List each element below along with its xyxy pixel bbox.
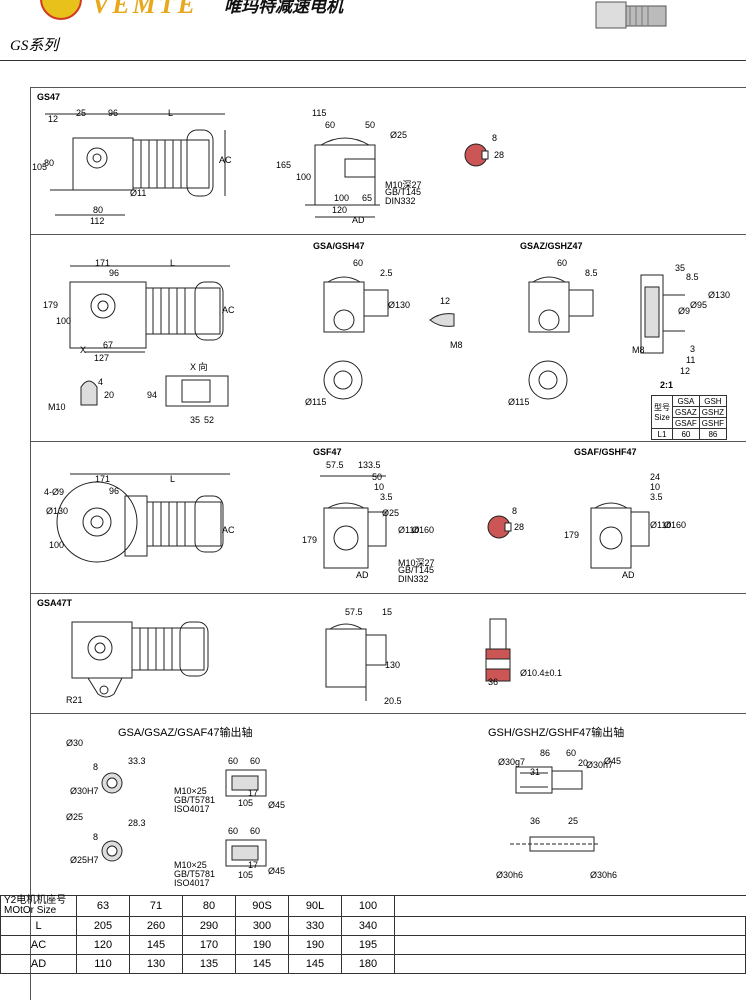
section-divider xyxy=(30,593,746,594)
keyway-section xyxy=(460,140,500,170)
gearmotor-thumbnail xyxy=(595,1,667,29)
brand-name-cn: 唯玛特减速电机 xyxy=(224,0,343,17)
gsh-shaft-title: GSH/GSHZ/GSHF47输出轴 xyxy=(488,727,625,739)
shaft-bolt-detail-25 xyxy=(222,830,272,880)
gsaz47-side-view xyxy=(523,270,603,340)
gsf-title: GSF47 xyxy=(313,447,342,457)
gsa47-flange-view xyxy=(318,358,368,403)
gsaf-title: GSAF/GSHF47 xyxy=(574,447,637,457)
spline-detail xyxy=(428,310,458,330)
drawing-sheet xyxy=(30,87,746,1000)
torque-arm-section xyxy=(480,615,520,695)
brand-logo xyxy=(40,0,82,20)
section-title: GS47 xyxy=(37,92,61,102)
series-title: GS系列 xyxy=(10,38,59,54)
solid-shaft-views xyxy=(500,755,610,875)
gs47-front-view xyxy=(35,100,245,230)
shaft-bolt-detail-30 xyxy=(222,760,272,810)
gsa47t-front-view xyxy=(60,612,250,707)
gsa-title: GSA/GSH47 xyxy=(313,241,365,251)
hollow-shaft-25 xyxy=(98,836,128,866)
gsaz-title: GSAZ/GSHZ47 xyxy=(520,241,583,251)
hollow-shaft-30 xyxy=(98,768,128,798)
gsa47-side-view xyxy=(318,270,398,340)
section-divider xyxy=(30,234,746,235)
header-rule xyxy=(0,60,746,61)
section-divider xyxy=(30,441,746,442)
section-divider xyxy=(30,713,746,714)
brand-name: VEMTE xyxy=(92,0,199,19)
gsa47-front-view xyxy=(45,260,245,370)
gsf47-side-view xyxy=(316,468,406,578)
keyway-section-gsf xyxy=(483,512,523,542)
gsaf47-side-view xyxy=(585,468,665,578)
gsa47t-side-view xyxy=(318,615,398,705)
page-header: VEMTE 唯玛特减速电机 GS系列 xyxy=(0,0,746,70)
view-x-arrow xyxy=(160,372,235,412)
gsa-shaft-title: GSA/GSAZ/GSAF47输出轴 xyxy=(118,727,253,739)
section-title: GSA47T xyxy=(37,598,73,608)
ratio-label: 2:1 xyxy=(660,380,674,390)
gs47-side-view xyxy=(285,105,395,225)
gsaz47-flange-view xyxy=(523,358,573,403)
shrink-disc-section xyxy=(633,265,693,370)
key-detail xyxy=(75,375,115,413)
gsf47-front-view xyxy=(45,468,245,578)
